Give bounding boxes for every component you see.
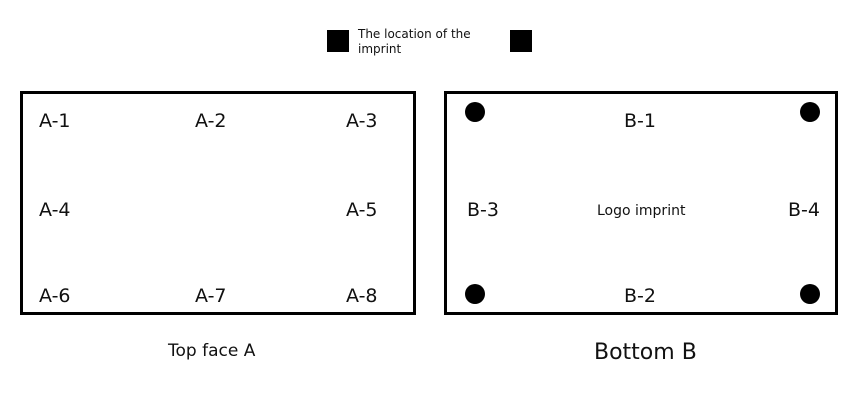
legend-text-line2: imprint bbox=[358, 42, 402, 56]
position-a5: A-5 bbox=[346, 199, 378, 221]
position-b2: B-2 bbox=[624, 285, 656, 307]
position-a4: A-4 bbox=[39, 199, 71, 221]
logo-imprint-label: Logo imprint bbox=[597, 203, 686, 219]
black-circle-icon bbox=[800, 102, 820, 122]
black-square-icon bbox=[327, 30, 349, 52]
position-a8: A-8 bbox=[346, 285, 378, 307]
black-square-icon bbox=[510, 30, 532, 52]
black-circle-icon bbox=[465, 102, 485, 122]
black-circle-icon bbox=[465, 284, 485, 304]
position-a7: A-7 bbox=[195, 285, 227, 307]
bottom-face-caption: Bottom B bbox=[594, 340, 697, 365]
top-face-panel: A-1 A-2 A-3 A-4 A-5 A-6 A-7 A-8 bbox=[20, 91, 416, 315]
position-b1: B-1 bbox=[624, 110, 656, 132]
position-a6: A-6 bbox=[39, 285, 71, 307]
top-face-caption: Top face A bbox=[168, 341, 256, 361]
black-circle-icon bbox=[800, 284, 820, 304]
position-a1: A-1 bbox=[39, 110, 71, 132]
position-a3: A-3 bbox=[346, 110, 378, 132]
bottom-face-panel: B-1 B-3 Logo imprint B-4 B-2 bbox=[444, 91, 838, 315]
position-b3: B-3 bbox=[467, 199, 499, 221]
legend-text-line1: The location of the bbox=[358, 27, 471, 41]
position-a2: A-2 bbox=[195, 110, 227, 132]
legend-text: The location of the imprint bbox=[358, 27, 498, 57]
position-b4: B-4 bbox=[788, 199, 820, 221]
